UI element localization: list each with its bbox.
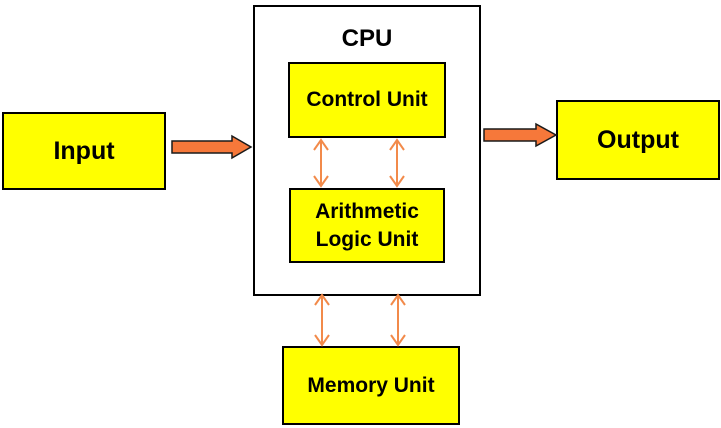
cpu-memory-connector-right <box>390 293 406 347</box>
alu-label-line1: Arithmetic <box>315 199 419 223</box>
cpu-to-output-arrow <box>483 122 558 148</box>
memory-unit-box: Memory Unit <box>282 346 460 425</box>
output-box: Output <box>556 100 720 180</box>
control-unit-box: Control Unit <box>288 62 446 138</box>
control-alu-connector-left <box>313 138 329 188</box>
control-alu-connector-right <box>389 138 405 188</box>
input-to-cpu-arrow <box>171 134 253 160</box>
input-label: Input <box>53 136 115 165</box>
input-box: Input <box>2 112 166 190</box>
memory-unit-label: Memory Unit <box>307 373 435 397</box>
cpu-title: CPU <box>341 25 393 52</box>
alu-label-line2: Logic Unit <box>315 227 419 251</box>
alu-label: Arithmetic Logic Unit <box>315 198 419 254</box>
output-label: Output <box>597 125 679 154</box>
control-unit-label: Control Unit <box>306 88 428 111</box>
cpu-memory-connector-left <box>314 293 330 347</box>
alu-box: Arithmetic Logic Unit <box>289 188 445 263</box>
